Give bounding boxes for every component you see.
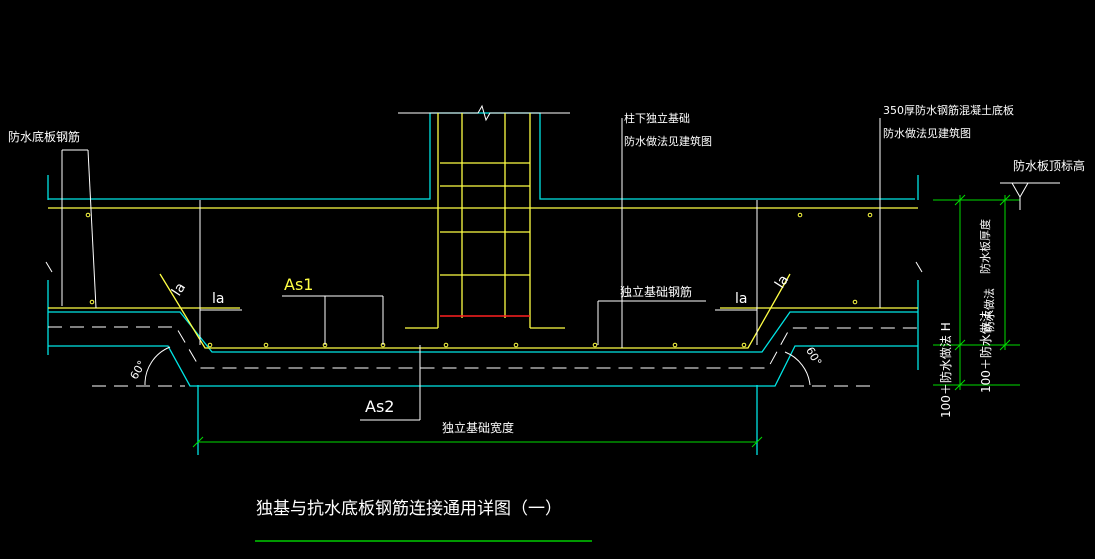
label-as1: As1 <box>284 275 313 294</box>
label-slab-thickness: 防水板厚度 <box>978 219 992 274</box>
label-dim-100: 100＋防水做法 <box>978 310 993 393</box>
angle-arcs <box>144 346 811 386</box>
label-footing-width: 独立基础宽度 <box>442 420 514 435</box>
label-la-right-horizontal: la <box>735 291 747 307</box>
footing-width-dimension <box>192 436 763 448</box>
concrete-outline <box>47 112 919 455</box>
label-as2: As2 <box>365 397 394 416</box>
rebar-dots <box>85 212 873 348</box>
label-dim-h: 100＋防水做法 H <box>938 322 953 418</box>
label-footing-rebar: 独立基础钢筋 <box>620 284 692 299</box>
label-waterproof-method: 防水做法 <box>982 288 996 332</box>
as1-leader <box>282 295 384 345</box>
label-under-column-note-1: 柱下独立基础 <box>624 111 690 125</box>
rebar-lines <box>48 113 918 349</box>
column-break-symbol <box>45 104 923 273</box>
leader-lines <box>61 118 881 421</box>
label-la-left-horizontal: la <box>212 291 224 307</box>
label-slab-top-elev: 防水板顶标高 <box>1013 158 1085 173</box>
drawing-title: 独基与抗水底板钢筋连接通用详图（一） <box>256 499 562 519</box>
elevation-mark <box>1000 182 1060 210</box>
label-slab-note-2: 防水做法见建筑图 <box>883 126 971 140</box>
label-waterproof-slab-rebar: 防水底板钢筋 <box>8 129 80 144</box>
label-under-column-note-2: 防水做法见建筑图 <box>624 134 712 148</box>
label-slab-note-1: 350厚防水钢筋混凝土底板 <box>883 103 1014 117</box>
right-vertical-dimension <box>933 194 1020 391</box>
label-angle-right: 60° <box>803 345 824 368</box>
label-la-left-sloped: la <box>169 280 189 299</box>
waterproof-layer <box>48 326 918 387</box>
